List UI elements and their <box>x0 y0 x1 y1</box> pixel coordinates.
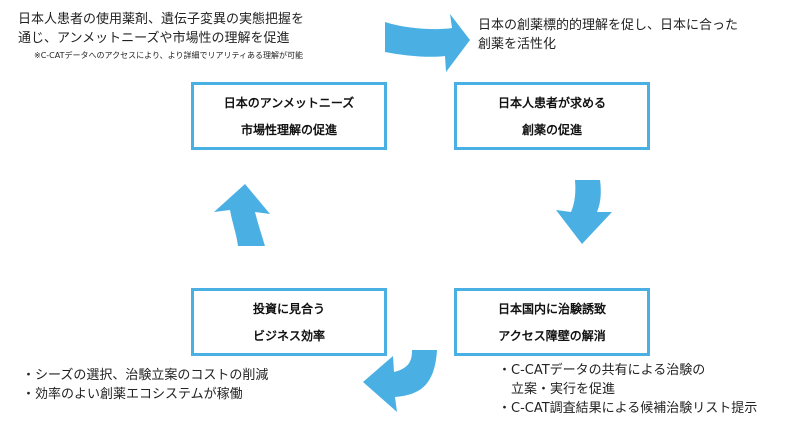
note-bottom-right-line3: ・C-CAT調査結果による候補治験リスト提示 <box>498 401 758 416</box>
box-drug-discovery-line2: 創薬の促進 <box>521 123 582 137</box>
box-unmet-needs-line2: 市場性理解の促進 <box>240 123 337 137</box>
box-business-efficiency: 投資に見合う ビジネス効率 <box>191 288 387 356</box>
note-bottom-right: ・C-CATデータの共有による治験の 立案・実行を促進 ・C-CAT調査結果によ… <box>498 361 757 418</box>
box-trial-attraction: 日本国内に治験誘致 アクセス障壁の解消 <box>454 288 650 356</box>
note-bottom-right-line2: 立案・実行を促進 <box>498 382 616 397</box>
box-drug-discovery: 日本人患者が求める 創薬の促進 <box>454 82 650 150</box>
note-top-right-line1: 日本の創薬標的的理解を促し、日本に合った <box>478 18 739 33</box>
note-top-left-footnote: ※C-CATデータへのアクセスにより、より詳細でリアリティある理解が可能 <box>34 51 303 60</box>
box-unmet-needs-line1: 日本のアンメットニーズ <box>223 96 355 110</box>
arrow-down-icon <box>556 180 612 244</box>
box-trial-attraction-line1: 日本国内に治験誘致 <box>497 302 606 316</box>
note-top-left-line1: 日本人患者の使用薬剤、遺伝子変異の実態把握を <box>18 12 305 27</box>
note-bottom-left-line2: ・効率のよい創薬エコシステムが稼働 <box>22 387 243 402</box>
note-top-left: 日本人患者の使用薬剤、遺伝子変異の実態把握を 通じ、アンメットニーズや市場性の理… <box>18 10 304 48</box>
note-bottom-left-line1: ・シーズの選択、治験立案のコストの削減 <box>22 368 269 383</box>
box-drug-discovery-line1: 日本人患者が求める <box>497 96 606 110</box>
arrow-up-icon <box>214 184 270 246</box>
arrow-left-icon <box>363 350 437 412</box>
note-bottom-left: ・シーズの選択、治験立案のコストの削減 ・効率のよい創薬エコシステムが稼働 <box>22 366 268 404</box>
box-unmet-needs: 日本のアンメットニーズ 市場性理解の促進 <box>191 82 387 150</box>
note-top-left-line2: 通じ、アンメットニーズや市場性の理解を促進 <box>18 31 290 46</box>
note-bottom-right-line1: ・C-CATデータの共有による治験の <box>498 363 706 378</box>
note-top-right-line2: 創薬を活性化 <box>478 37 557 52</box>
box-business-efficiency-line1: 投資に見合う <box>252 302 325 316</box>
arrow-right-icon <box>385 14 470 72</box>
note-top-right: 日本の創薬標的的理解を促し、日本に合った 創薬を活性化 <box>478 16 738 54</box>
box-business-efficiency-line2: ビジネス効率 <box>252 329 325 343</box>
box-trial-attraction-line2: アクセス障壁の解消 <box>498 329 606 343</box>
